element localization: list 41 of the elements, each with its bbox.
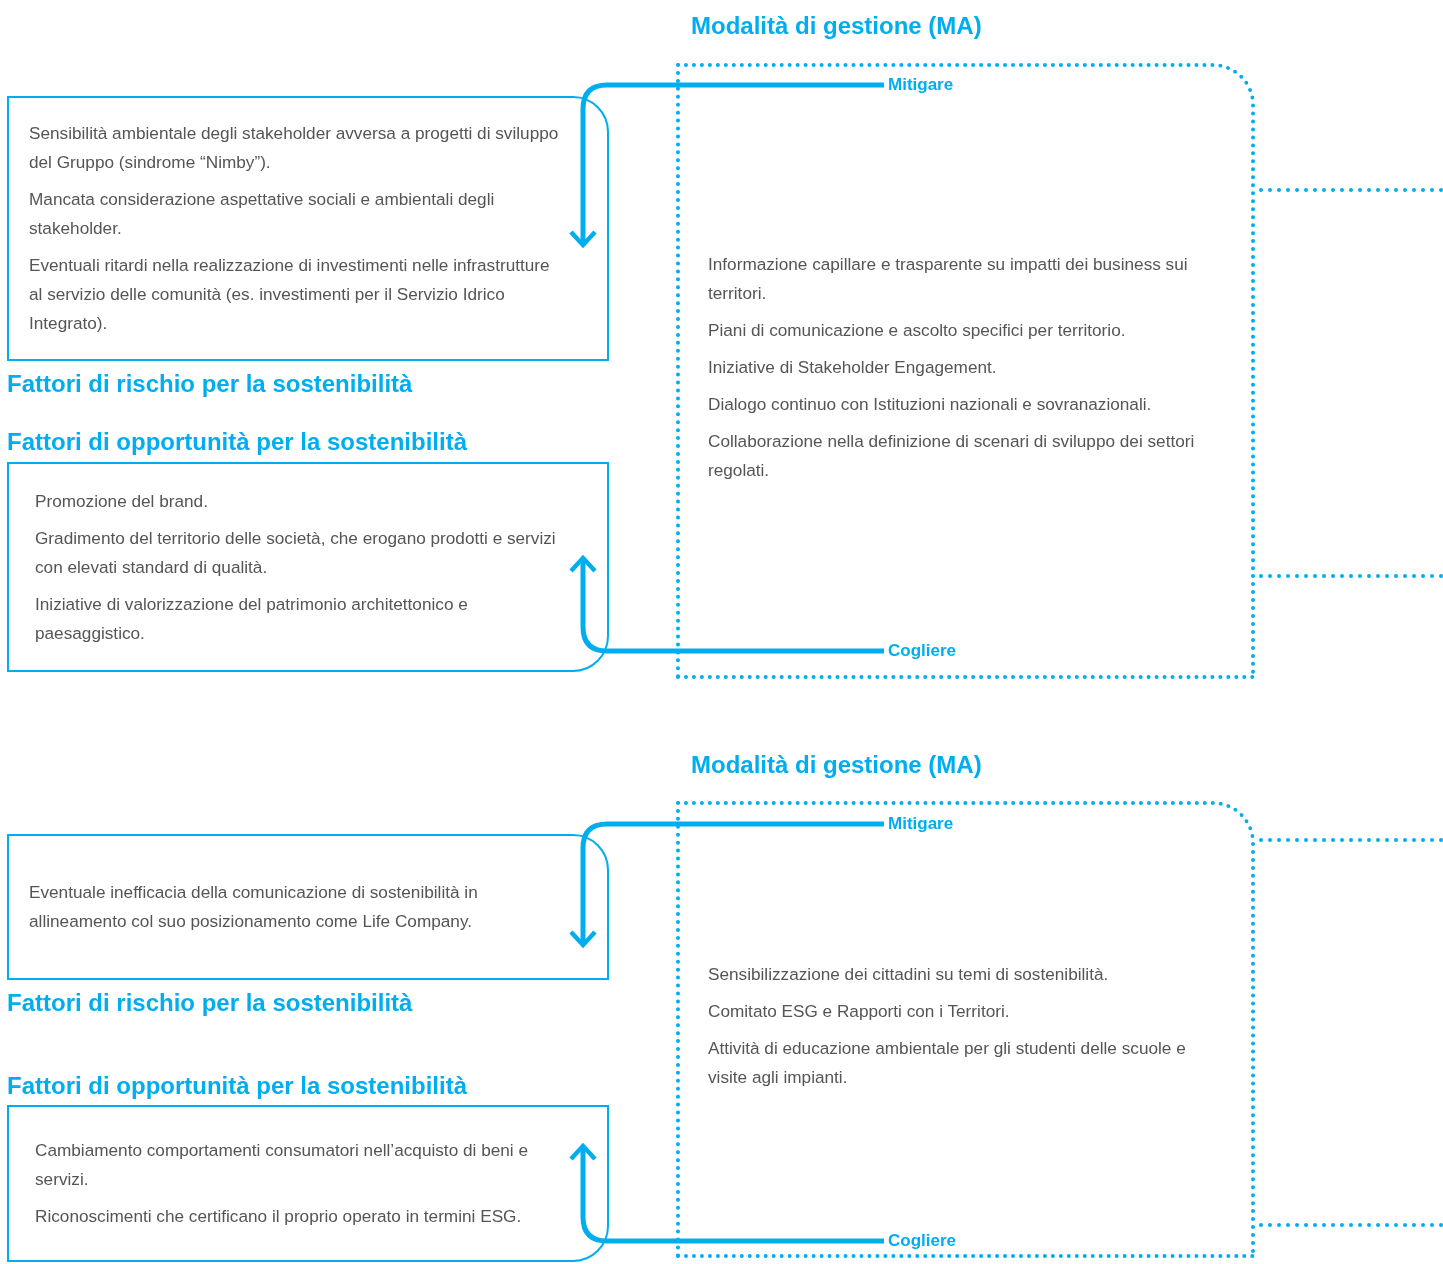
opportunity-factors-box xyxy=(7,1105,609,1262)
opportunity-factors-box xyxy=(7,462,609,672)
paragraph: Riconoscimenti che certificano il proprio operato in termini ESG. xyxy=(35,1205,523,1228)
section-heading: Fattori di rischio per la sostenibilità xyxy=(7,370,413,398)
paragraph: Informazione capillare e trasparente su impatti dei business sui territori. xyxy=(708,252,1189,305)
paragraph: Iniziative di valorizzazione del patrimonio architettonico e paesaggistico. xyxy=(35,592,469,645)
dotted-line xyxy=(1259,574,1443,578)
arrow xyxy=(568,82,884,248)
paragraph: Mancata considerazione aspettative sociali e ambientali degli stakeholder. xyxy=(29,188,496,240)
section-heading: Fattori di opportunità per la sostenibilità xyxy=(7,1072,468,1100)
paragraph: Eventuale inefficacia della comunicazione di sostenibilità in allineamento col suo posizionamento come Life Company. xyxy=(29,881,479,933)
risk-factors-box xyxy=(7,834,609,980)
section-heading: Fattori di rischio per la sostenibilità xyxy=(7,989,413,1017)
dotted-line xyxy=(1259,188,1443,192)
paragraph: Iniziative di Stakeholder Engagement. xyxy=(708,355,998,379)
arrow-label: Mitigare xyxy=(888,814,954,834)
paragraph: Sensibilizzazione dei cittadini su temi di sostenibilità. xyxy=(708,962,1110,986)
arrow xyxy=(568,1143,884,1244)
paragraph: Piani di comunicazione e ascolto specifici per territorio. xyxy=(708,318,1127,342)
arrow-label: Cogliere xyxy=(888,641,957,661)
paragraph: Collaborazione nella definizione di scenari di sviluppo dei settori regolati. xyxy=(708,429,1196,482)
arrow-label: Mitigare xyxy=(888,75,954,95)
paragraph: Sensibilità ambientale degli stakeholder avversa a progetti di sviluppo del Gruppo (sindrome “Nimby”). xyxy=(29,122,560,174)
section-heading: Fattori di opportunità per la sostenibilità xyxy=(7,428,468,456)
arrow-label: Cogliere xyxy=(888,1231,957,1251)
risk-factors-box xyxy=(7,96,609,361)
paragraph: Dialogo continuo con Istituzioni nazionali e sovranazionali. xyxy=(708,392,1153,416)
section-heading: Modalità di gestione (MA) xyxy=(691,12,982,40)
section-heading: Modalità di gestione (MA) xyxy=(691,751,982,779)
paragraph: Cambiamento comportamenti consumatori nell’acquisto di beni e servizi. xyxy=(35,1139,529,1191)
dotted-line xyxy=(1259,838,1443,842)
dotted-line xyxy=(1259,1223,1443,1227)
management-panel xyxy=(676,801,1255,1258)
arrow xyxy=(568,821,884,948)
paragraph: Eventuali ritardi nella realizzazione di investimenti nelle infrastrutture al servizio delle comunità (es. investimenti per il Servizio Idrico Integrato). xyxy=(29,254,551,335)
paragraph: Comitato ESG e Rapporti con i Territori. xyxy=(708,999,1011,1023)
paragraph: Attività di educazione ambientale per gli studenti delle scuole e visite agli impianti. xyxy=(708,1036,1187,1089)
arrow xyxy=(568,555,884,654)
management-panel xyxy=(676,63,1255,679)
paragraph: Promozione del brand. xyxy=(35,489,209,513)
paragraph: Gradimento del territorio delle società, che erogano prodotti e servizi con elevati standard di qualità. xyxy=(35,526,557,579)
